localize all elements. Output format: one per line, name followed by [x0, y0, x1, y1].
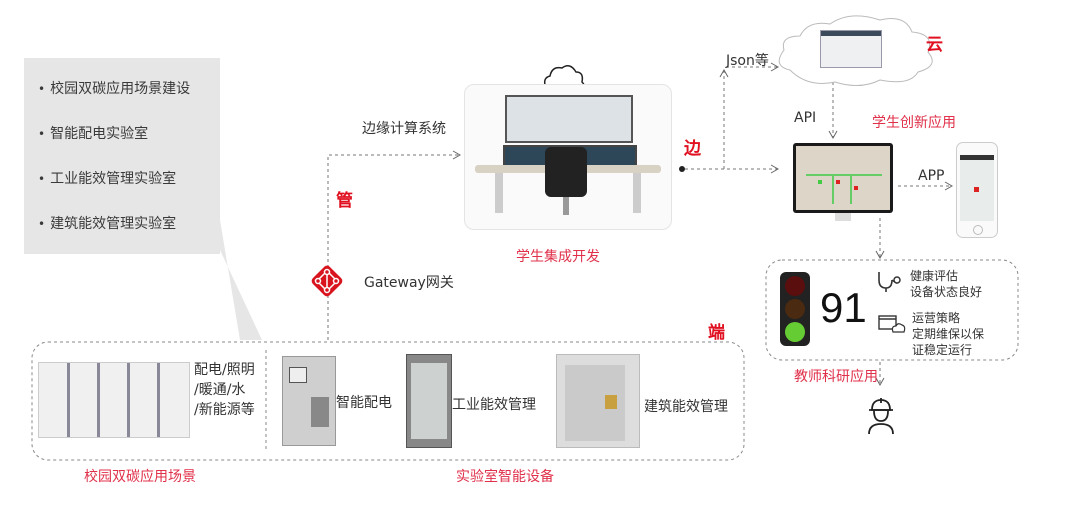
feeder — [850, 176, 852, 204]
cabinet-divider — [97, 363, 100, 437]
app-label: APP — [918, 168, 945, 184]
gateway-to-edge-line — [327, 150, 462, 340]
phone-image — [956, 142, 998, 238]
chair — [545, 147, 587, 197]
cabinet-divider — [127, 363, 130, 437]
top-monitors — [505, 95, 633, 143]
cabinet-component — [605, 395, 617, 409]
stethoscope-icon — [876, 270, 902, 299]
edge-station-image — [464, 84, 672, 230]
edge-system-label: 边缘计算系统 — [362, 121, 446, 137]
cabinet-panel — [311, 397, 329, 427]
industrial-cabinet-image — [406, 354, 452, 448]
smart-power-cabinet-image — [282, 356, 336, 446]
layer-bian: 边 — [684, 139, 701, 159]
chair-stem — [563, 197, 569, 215]
gateway-icon — [308, 262, 346, 300]
health-title: 健康评估 — [910, 269, 959, 283]
breaker — [818, 180, 822, 184]
feeder — [832, 176, 834, 204]
phone-map-screen — [960, 155, 994, 221]
lab-devices-caption: 实验室智能设备 — [456, 469, 554, 485]
campus-desc-line: /暖通/水 — [194, 382, 246, 398]
json-label: Json等 — [726, 53, 769, 69]
strategy-line: 定期维保以保 — [912, 327, 985, 341]
red-light — [785, 276, 805, 296]
amber-light — [785, 299, 805, 319]
dashboard-header — [821, 31, 881, 36]
callout-item: 校园双碳应用场景建设 — [38, 78, 220, 123]
scada-monitor — [793, 143, 893, 213]
api-label: API — [794, 110, 817, 126]
engineer-icon — [866, 396, 896, 440]
layer-yun: 云 — [926, 35, 943, 55]
cabinet-divider — [157, 363, 160, 437]
callout-item: 智能配电实验室 — [38, 123, 220, 168]
strategy-title: 运营策略 — [912, 311, 961, 325]
operation-strategy: 运营策略 定期维保以保 证稳定运行 — [912, 310, 984, 358]
phone-header — [960, 155, 994, 160]
scenario-callout: 校园双碳应用场景建设 智能配电实验室 工业能效管理实验室 建筑能效管理实验室 — [24, 58, 220, 254]
traffic-light-icon — [780, 272, 810, 346]
desk-leg — [495, 173, 503, 213]
edge-caption: 学生集成开发 — [516, 249, 600, 265]
campus-caption: 校园双碳应用场景 — [84, 469, 196, 485]
cloud-dashboard-image — [820, 30, 882, 68]
desk-leg — [633, 173, 641, 213]
building-cabinet-image — [556, 354, 640, 448]
campus-description: 配电/照明 /暖通/水 /新能源等 — [194, 360, 255, 420]
health-score: 91 — [820, 284, 867, 331]
gateway-label: Gateway网关 — [364, 275, 454, 291]
callout-item: 工业能效管理实验室 — [38, 168, 220, 213]
phone-home-button — [973, 225, 983, 235]
map-marker — [974, 187, 979, 192]
building-label: 建筑能效管理 — [644, 399, 728, 415]
industrial-label: 工业能效管理 — [452, 397, 536, 413]
monitor-stand — [835, 213, 851, 221]
cabinet-meter — [289, 367, 307, 383]
smart-power-label: 智能配电 — [336, 395, 392, 411]
green-light — [785, 322, 805, 342]
edge-dot — [679, 166, 685, 172]
strategy-dashboard-icon — [878, 314, 906, 338]
campus-desc-line: /新能源等 — [194, 402, 255, 418]
cabinet-divider — [67, 363, 70, 437]
callout-tail — [220, 220, 262, 340]
breaker — [854, 186, 858, 190]
scada-screen — [796, 146, 890, 210]
layer-guan: 管 — [336, 191, 353, 211]
busbar — [806, 174, 882, 176]
health-assessment: 健康评估 设备状态良好 — [910, 268, 982, 300]
student-app-caption: 学生创新应用 — [872, 115, 956, 131]
health-status: 设备状态良好 — [910, 285, 983, 299]
layer-duan: 端 — [708, 323, 725, 343]
teacher-research-caption: 教师科研应用 — [794, 369, 878, 385]
breaker — [836, 180, 840, 184]
campus-desc-line: 配电/照明 — [194, 362, 255, 378]
callout-item: 建筑能效管理实验室 — [38, 213, 220, 258]
strategy-line: 证稳定运行 — [912, 343, 973, 357]
cabinet-interior — [411, 363, 447, 439]
campus-switchgear-image — [38, 362, 190, 438]
health-box — [765, 259, 1019, 361]
